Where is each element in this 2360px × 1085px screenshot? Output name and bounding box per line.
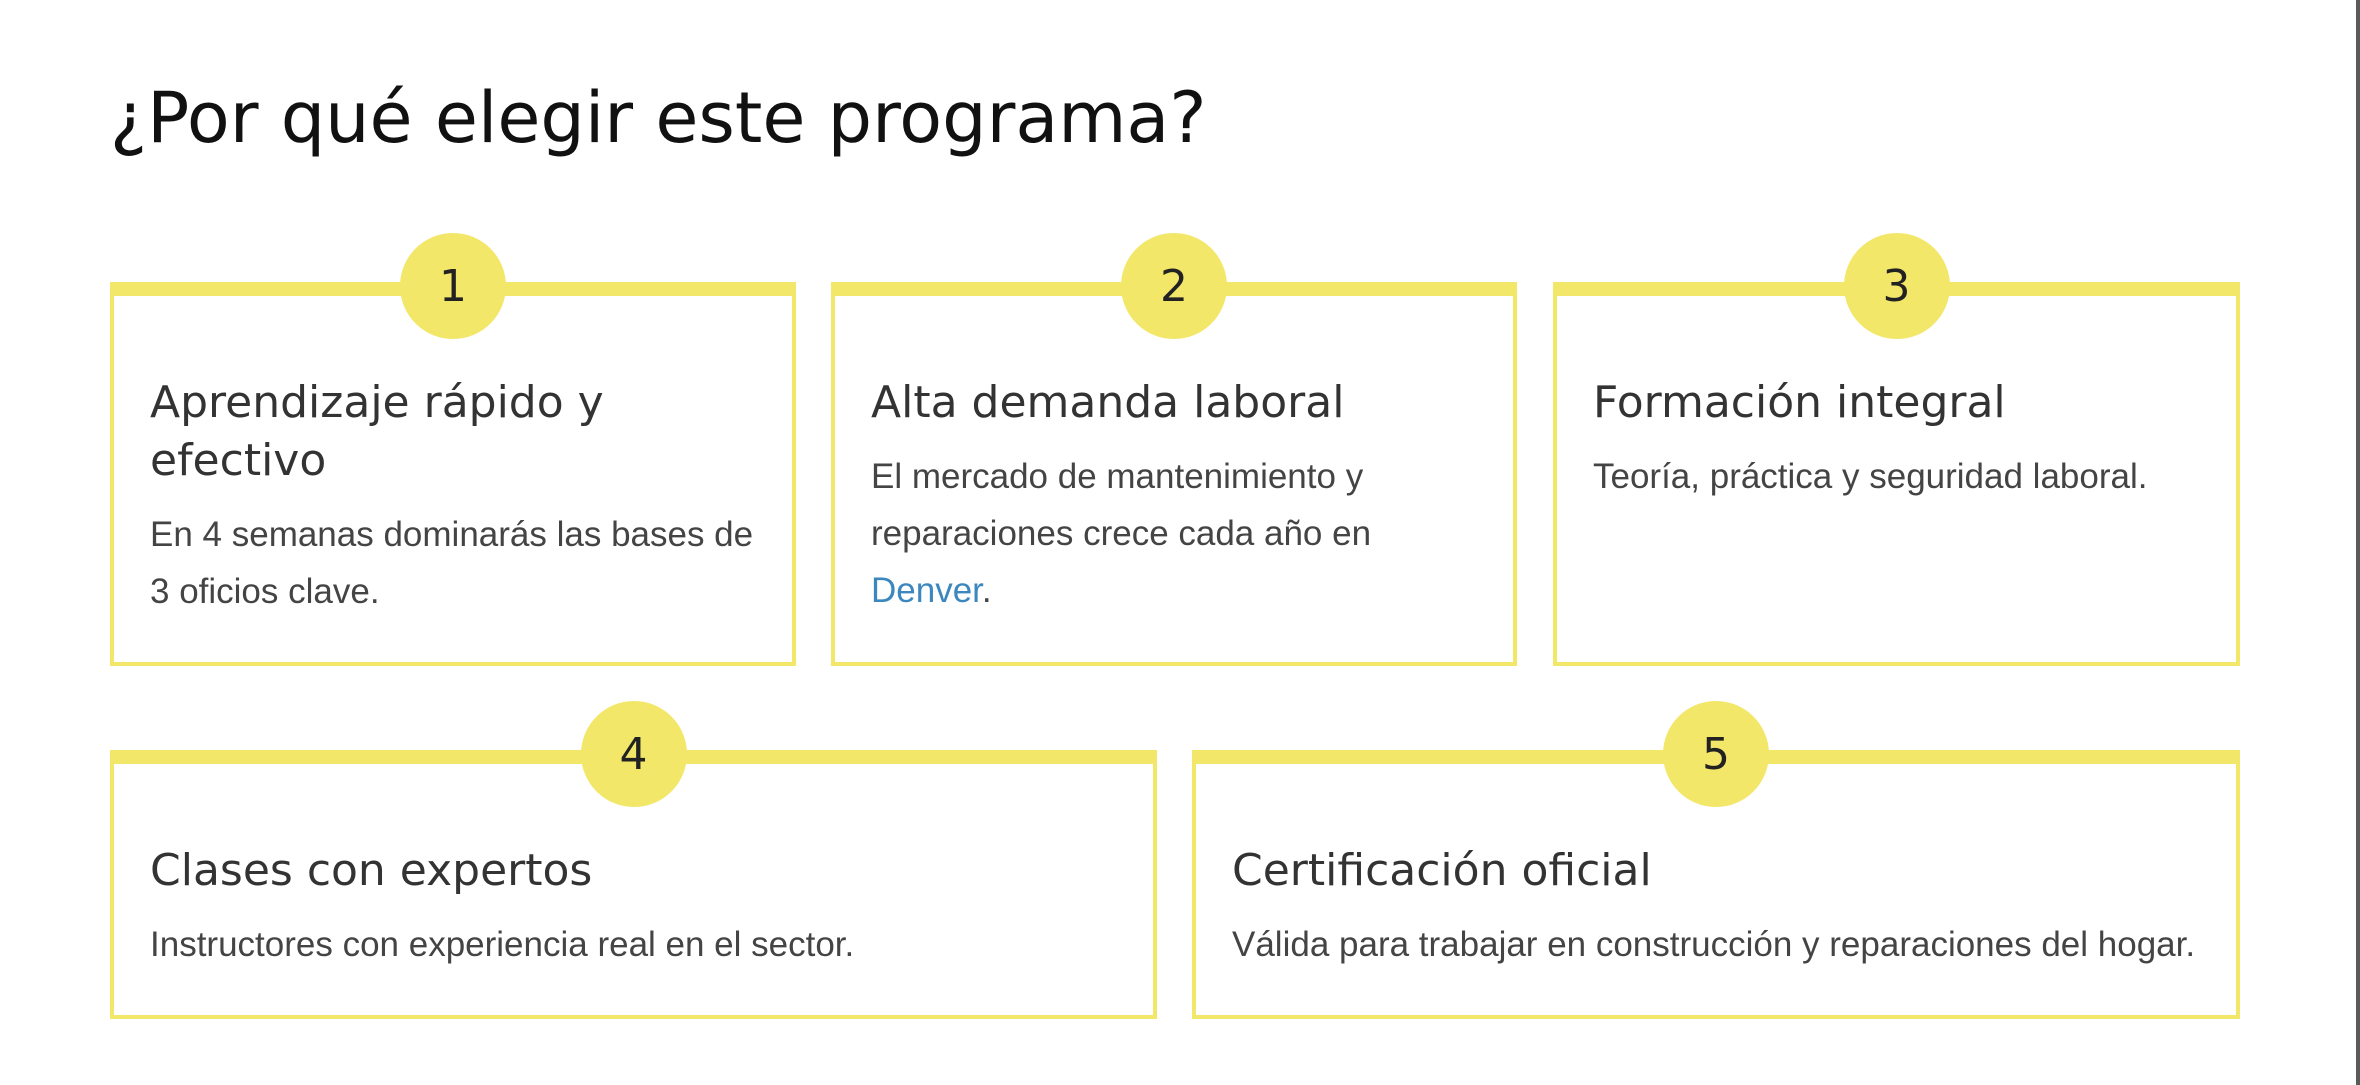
card-body: Certificación oficial Válida para trabaj… <box>1232 842 2206 973</box>
denver-link[interactable]: Denver <box>871 571 982 610</box>
feature-card-4: 4 Clases con expertos Instructores con e… <box>110 701 1157 1019</box>
window-edge <box>2356 0 2360 1085</box>
card-number-badge: 4 <box>580 701 687 807</box>
card-number-badge: 5 <box>1663 701 1769 807</box>
card-text: El mercado de mantenimiento y reparacion… <box>871 448 1483 619</box>
card-title: Formación integral <box>1593 377 2006 428</box>
card-title: Alta demanda laboral <box>871 377 1345 428</box>
card-text-lead: El mercado de mantenimiento y reparacion… <box>871 457 1372 553</box>
card-number-badge: 1 <box>400 233 506 339</box>
card-title: Clases con expertos <box>150 845 593 896</box>
card-number-badge: 2 <box>1121 233 1227 339</box>
card-body: Aprendizaje rápido y efectivo En 4 seman… <box>150 374 762 620</box>
feature-card-5: 5 Certificación oficial Válida para trab… <box>1192 701 2240 1019</box>
feature-card-2: 2 Alta demanda laboral El mercado de man… <box>831 233 1517 666</box>
card-text: En 4 semanas dominarás las bases de 3 of… <box>150 515 754 611</box>
card-body: Clases con expertos Instructores con exp… <box>150 842 1123 973</box>
page-title: ¿Por qué elegir este programa? <box>110 77 1207 159</box>
card-title: Certificación oficial <box>1232 845 1652 896</box>
card-body: Formación integral Teoría, práctica y se… <box>1593 374 2206 505</box>
card-body: Alta demanda laboral El mercado de mante… <box>871 374 1483 619</box>
card-text: Válida para trabajar en construcción y r… <box>1232 925 2196 964</box>
card-title: Aprendizaje rápido y efectivo <box>150 377 604 486</box>
card-text: Instructores con experiencia real en el … <box>150 925 855 964</box>
card-text: Teoría, práctica y seguridad laboral. <box>1593 457 2148 496</box>
card-text-trailing: . <box>981 571 992 610</box>
card-number-badge: 3 <box>1843 233 1950 339</box>
feature-card-3: 3 Formación integral Teoría, práctica y … <box>1553 233 2240 666</box>
feature-card-1: 1 Aprendizaje rápido y efectivo En 4 sem… <box>110 233 796 666</box>
